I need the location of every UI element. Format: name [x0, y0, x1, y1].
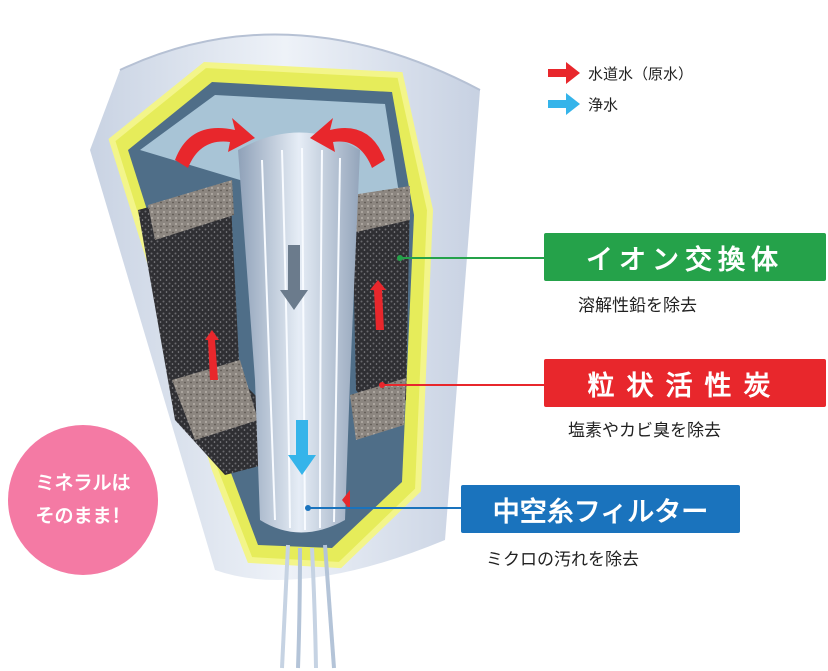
- minerals-badge: ミネラルは そのまま！: [8, 425, 158, 575]
- badge-line-2: そのまま！: [35, 505, 131, 527]
- tap-water-flow-arrows: [175, 118, 386, 510]
- desc-activated-carbon: 塩素やカビ臭を除去: [568, 421, 721, 441]
- label-activated-carbon: 粒状活性炭: [544, 359, 826, 407]
- legend-blue-arrow-icon: [548, 93, 580, 115]
- badge-line-1: ミネラルは: [35, 471, 131, 494]
- label-ion-exchanger: イオン交換体: [544, 233, 826, 281]
- desc-ion-exchanger: 溶解性鉛を除去: [578, 296, 697, 316]
- outflow-water-streams: [280, 544, 336, 669]
- legend-tap-water: 水道水（原水）: [588, 65, 694, 83]
- legend-purified-water: 浄水: [588, 96, 619, 114]
- ion-exchanger-layer: [148, 180, 410, 440]
- desc-hollow-fiber: ミクロの汚れを除去: [486, 550, 639, 570]
- label-hollow-fiber: 中空糸フィルター: [461, 485, 740, 533]
- core-flow-arrow: [280, 245, 308, 310]
- leader-lines: [305, 255, 544, 511]
- legend-red-arrow-icon: [548, 62, 580, 84]
- purified-flow-arrow: [288, 420, 316, 475]
- hollow-fiber-core: [238, 132, 360, 533]
